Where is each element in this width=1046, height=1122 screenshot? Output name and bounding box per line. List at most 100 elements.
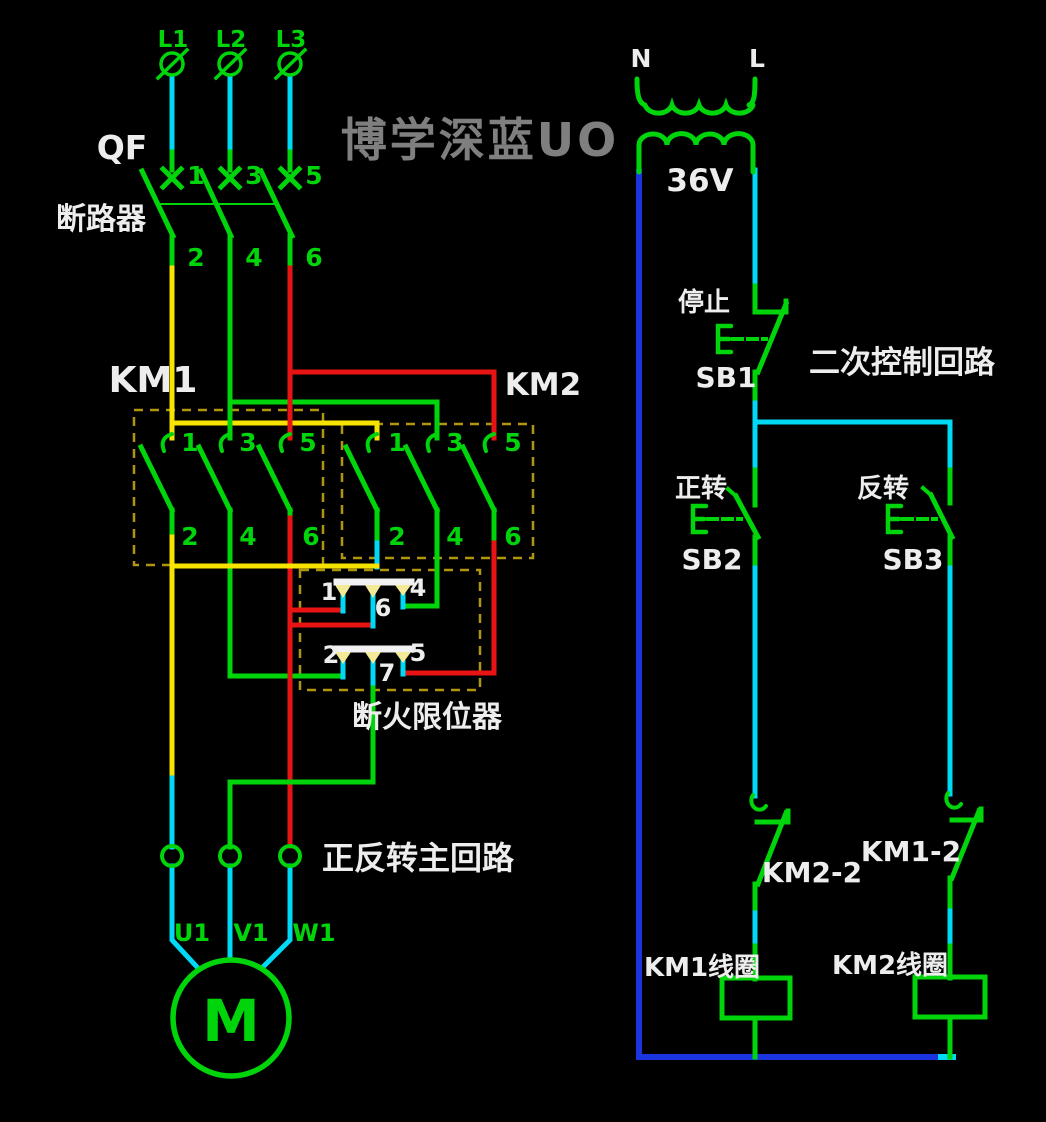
- label-qf: QF: [97, 128, 148, 167]
- qf-terminal-1: 1: [187, 161, 204, 190]
- km2-blade-2: [402, 443, 441, 514]
- qf-terminal-2: 2: [187, 243, 204, 272]
- limit-pad-1: [335, 585, 351, 598]
- qf-terminal-6: 6: [305, 243, 322, 272]
- label-36v: 36V: [666, 163, 733, 199]
- km1-pole2-hook: [218, 432, 232, 453]
- limit-pad-2: [335, 652, 351, 664]
- km1-2-blade: [948, 807, 983, 882]
- motor-terminal-v1: V1: [233, 919, 268, 947]
- km2-2-blade: [754, 809, 790, 888]
- label-n: N: [631, 44, 652, 73]
- label-km1-coil: KM1线圈: [644, 953, 760, 983]
- motor-u-below: [169, 863, 201, 971]
- sb3-blade: [927, 491, 956, 541]
- motor-terminal-circle-u: [160, 844, 184, 868]
- km1-terminal-5: 5: [299, 428, 316, 457]
- km2-terminal-6: 6: [504, 522, 521, 551]
- label-forward: 正转: [675, 474, 727, 504]
- watermark-text: 博学深蓝UO: [341, 113, 619, 167]
- transformer-secondary-winding: [636, 131, 756, 175]
- motor-letter: M: [202, 987, 260, 1055]
- label-limit-switch: 断火限位器: [352, 700, 503, 735]
- label-km2-coil: KM2线圈: [832, 951, 948, 981]
- km2-terminal-3: 3: [446, 428, 463, 457]
- l3-terminal-slash: [273, 47, 308, 81]
- limit-terminal-6: 6: [375, 594, 392, 622]
- qf-terminal-5: 5: [305, 161, 322, 190]
- limit-pad-5: [395, 652, 411, 663]
- limit-terminal-7: 7: [379, 659, 396, 687]
- motor-terminal-circle-w: [278, 844, 302, 868]
- km2-terminal-5: 5: [504, 428, 521, 457]
- km1-terminal-1: 1: [181, 428, 198, 457]
- sb2-actuator-icon: [690, 503, 709, 535]
- km1-pole1-hook: [160, 432, 174, 453]
- label-reverse: 反转: [857, 474, 909, 504]
- l2-green-branch-km2: [227, 399, 440, 441]
- km2-pole3-hook: [482, 432, 496, 453]
- limit-terminal-2: 2: [323, 641, 340, 669]
- neutral-blue-bus: [636, 169, 944, 1060]
- km1-terminal-4: 4: [239, 522, 256, 551]
- km1-blade-2: [195, 443, 234, 514]
- km2-terminal-2: 2: [388, 522, 405, 551]
- motor-body: [170, 957, 292, 1079]
- km1-coil-symbol: [719, 975, 793, 1021]
- sb1-blade: [754, 300, 790, 376]
- km2-terminal-4: 4: [446, 522, 463, 551]
- km2-blade-3: [459, 443, 498, 514]
- sb2-blade: [732, 492, 762, 541]
- limit-terminal-4: 4: [410, 574, 427, 602]
- label-breaker: 断路器: [56, 202, 147, 237]
- km2-coil-symbol: [912, 974, 988, 1020]
- sb3-actuator-icon: [885, 503, 904, 535]
- km2-pole2-hook: [425, 432, 439, 453]
- l1-terminal-slash: [155, 47, 190, 81]
- km2-pole2-out-green: [400, 507, 440, 609]
- limit-out7-green: [227, 685, 376, 850]
- label-l: L: [749, 44, 765, 73]
- motor-terminal-u1: U1: [174, 919, 210, 947]
- limit-switch-box: [298, 568, 482, 692]
- qf-xmark-2b: [217, 165, 243, 191]
- label-stop: 停止: [678, 287, 730, 318]
- motor-terminal-w1: W1: [292, 919, 335, 947]
- label-sb3: SB3: [883, 543, 944, 576]
- l3-source-terminal: [277, 51, 303, 77]
- l2-source-terminal: [217, 51, 243, 77]
- label-l3: L3: [276, 27, 307, 53]
- km1-2-hook: [944, 791, 963, 810]
- l3-red-branch-km2: [287, 369, 497, 441]
- sb1-actuator-icon: [715, 323, 734, 355]
- qf-xmark-1b: [159, 165, 185, 191]
- label-main-circuit: 正反转主回路: [322, 839, 515, 877]
- transformer-primary-winding: [634, 76, 758, 116]
- label-l1: L1: [158, 27, 189, 53]
- qf-terminal-3: 3: [245, 161, 262, 190]
- label-km1: KM1: [109, 360, 198, 401]
- label-l2: L2: [216, 27, 247, 53]
- km1-terminal-2: 2: [181, 522, 198, 551]
- qf-xmark-3b: [277, 165, 303, 191]
- km1-pole3-hook: [278, 432, 292, 453]
- km1-blade-3: [255, 443, 294, 514]
- limit-pad-6: [365, 585, 381, 598]
- km2-pole1-hook: [365, 432, 379, 453]
- limit-pad-4: [395, 585, 411, 596]
- label-km1-2: KM1-2: [861, 835, 961, 868]
- km1-terminal-3: 3: [239, 428, 256, 457]
- motor-w-below: [259, 863, 293, 971]
- branch-to-sb3-cyan: [752, 419, 953, 473]
- motor-terminal-circle-v: [218, 844, 242, 868]
- l1-source-terminal: [159, 51, 185, 77]
- label-sb2: SB2: [682, 543, 743, 576]
- limit-terminal-1: 1: [321, 578, 338, 606]
- limit-pad-7: [365, 652, 381, 664]
- km2-2-hook: [749, 793, 768, 812]
- qf-terminal-4: 4: [245, 243, 262, 272]
- km1-terminal-6: 6: [302, 522, 319, 551]
- label-sb1: SB1: [696, 361, 757, 394]
